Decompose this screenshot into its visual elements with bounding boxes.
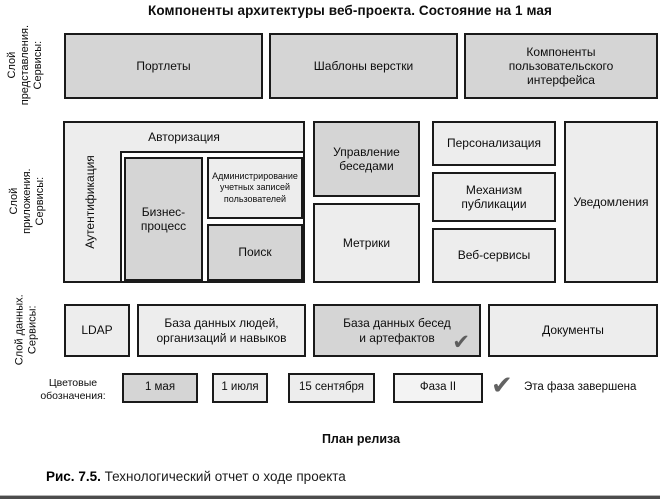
legend-check-icon: ✔ (491, 370, 513, 400)
layer-label-application: Слой приложения. Сервисы: (7, 168, 46, 234)
figure-caption-text: Технологический отчет о ходе проекта (100, 469, 346, 484)
box-business-process: Бизнес- процесс (124, 157, 203, 281)
box-conversation-management: Управление беседами (313, 121, 420, 197)
box-publication-mechanism: Механизм публикации (432, 172, 556, 222)
box-authentication: Аутентификация (83, 155, 97, 249)
box-authorization: Авторизация (148, 129, 220, 144)
box-portlets: Портлеты (64, 33, 263, 99)
legend-item-sept15: 15 сентября (288, 373, 375, 403)
box-people-db: База данных людей, организаций и навыков (137, 304, 306, 357)
box-metrics: Метрики (313, 203, 420, 283)
box-layout-templates: Шаблоны верстки (269, 33, 458, 99)
legend-item-phase2: Фаза II (393, 373, 483, 403)
box-account-admin: Администрирование учетных записей пользо… (207, 157, 303, 219)
box-search: Поиск (207, 224, 303, 281)
box-ldap: LDAP (64, 304, 130, 357)
phase-complete-check-icon: ✔ (452, 331, 470, 354)
box-web-services: Веб-сервисы (432, 228, 556, 283)
box-documents: Документы (488, 304, 658, 357)
layer-label-data: Слой данных. Сервисы: (13, 294, 38, 366)
diagram-title: Компоненты архитектуры веб-проекта. Сост… (148, 3, 552, 18)
box-personalization: Персонализация (432, 121, 556, 166)
layer-label-presentation: Слой представления. Сервисы: (5, 25, 44, 106)
box-notifications: Уведомления (564, 121, 658, 283)
release-plan-label: План релиза (321, 432, 401, 446)
figure-number: Рис. 7.5. (46, 469, 101, 484)
figure-caption: Рис. 7.5. Технологический отчет о ходе п… (46, 469, 346, 484)
box-conversation-db: База данных бесед и артефактов ✔ (313, 304, 481, 357)
legend-label: Цветовые обозначения: (40, 377, 106, 402)
legend-item-may1: 1 мая (122, 373, 198, 403)
box-conversation-db-label: База данных бесед и артефактов (343, 316, 451, 345)
box-ui-components: Компоненты пользовательского интерфейса (464, 33, 658, 99)
page-divider-line (0, 495, 660, 499)
legend-check-note: Эта фаза завершена (524, 381, 637, 393)
legend-item-july1: 1 июля (212, 373, 268, 403)
